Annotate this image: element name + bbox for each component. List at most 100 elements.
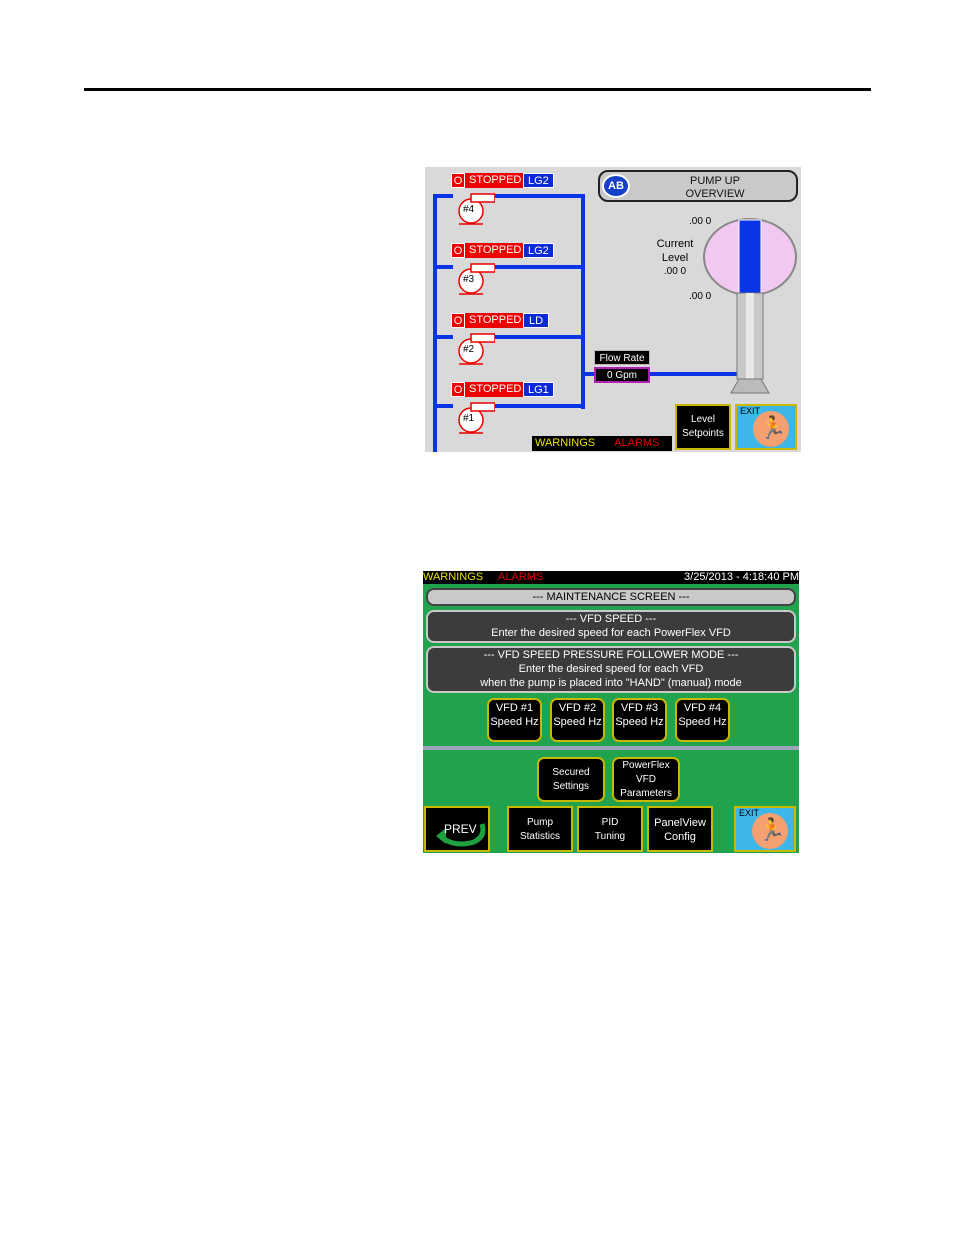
- pump-3-label: #3: [463, 274, 475, 285]
- pump-statistics-line-2: Statistics: [519, 831, 560, 842]
- flow-rate-value[interactable]: 0 Gpm: [594, 367, 650, 383]
- panelview-line-1: PanelView: [654, 817, 706, 829]
- pump-3-status: O STOPPED LG2: [451, 243, 554, 258]
- pump-1-status: O STOPPED LG1: [451, 382, 554, 397]
- title-line-1: PUMP UP: [690, 175, 740, 187]
- powerflex-line-2: VFD: [636, 774, 656, 785]
- pump-3-status-text: STOPPED: [465, 243, 523, 258]
- panelview-config-button[interactable]: PanelView Config: [647, 806, 713, 852]
- pipe-right-vertical: [581, 194, 585, 409]
- vfd-1-label: VFD #1: [495, 702, 534, 714]
- title-line-2: OVERVIEW: [685, 188, 745, 200]
- pid-tuning-button[interactable]: PID Tuning: [577, 806, 643, 852]
- pump-2-status-text: STOPPED: [465, 313, 523, 328]
- pid-tuning-line-2: Tuning: [594, 831, 626, 842]
- vfd-1-speed-button[interactable]: VFD #1 Speed Hz: [487, 698, 542, 742]
- vfd-3-speed-button[interactable]: VFD #3 Speed Hz: [612, 698, 667, 742]
- running-man-icon: 🏃: [758, 817, 786, 842]
- pump-up-overview-screen: O STOPPED LG2 #4 O STOPPED LG2 #3 O STOP…: [425, 167, 801, 452]
- secured-settings-line-1: Secured: [552, 767, 590, 778]
- pipe-main-vertical: [433, 194, 437, 452]
- pump-2-state-icon: O: [451, 313, 465, 328]
- exit-ball-icon: [753, 411, 789, 447]
- vfd-1-sublabel: Speed Hz: [490, 716, 539, 728]
- tank-top-value: .00 0: [689, 216, 712, 227]
- pump-4-status: O STOPPED LG2: [451, 173, 554, 188]
- section-divider: [423, 746, 799, 750]
- pump-2-status: O STOPPED LD: [451, 313, 549, 328]
- follower-description-2: when the pump is placed into "HAND" (man…: [480, 677, 742, 689]
- pipe-h: [493, 335, 585, 339]
- secured-settings-line-2: Settings: [552, 781, 590, 792]
- current-level-line-2: Level: [661, 252, 689, 264]
- header-rule: [84, 88, 871, 91]
- datetime: 3/25/2013 - 4:18:40 PM: [684, 571, 799, 583]
- pump-1-icon[interactable]: #1: [455, 401, 496, 435]
- vfd-2-speed-button[interactable]: VFD #2 Speed Hz: [550, 698, 605, 742]
- secured-settings-button[interactable]: Secured Settings: [537, 757, 605, 802]
- vfd-2-sublabel: Speed Hz: [553, 716, 602, 728]
- prev-label: PREV: [444, 822, 477, 836]
- pump-statistics-button[interactable]: Pump Statistics: [507, 806, 573, 852]
- pump-2-icon[interactable]: #2: [455, 332, 496, 366]
- warnings-link[interactable]: WARNINGS: [535, 437, 596, 449]
- overview-title-bar: AB PUMP UP OVERVIEW: [598, 170, 798, 202]
- pump-1-state-icon: O: [451, 382, 465, 397]
- page-title: --- MAINTENANCE SCREEN ---: [426, 588, 796, 606]
- prev-button[interactable]: PREV: [424, 806, 490, 852]
- pump-3-icon[interactable]: #3: [455, 262, 496, 296]
- pipe-h: [493, 194, 585, 198]
- current-level-value: .00 0: [663, 266, 687, 277]
- pump-3-state-icon: O: [451, 243, 465, 258]
- level-setpoints-button[interactable]: Level Setpoints: [675, 404, 731, 450]
- pid-tuning-line-1: PID: [601, 817, 619, 828]
- vfd-4-label: VFD #4: [683, 702, 722, 714]
- current-level: Current Level .00 0: [647, 237, 703, 279]
- pump-1-group: LG1: [523, 382, 554, 397]
- vfd-3-label: VFD #3: [620, 702, 659, 714]
- current-level-line-1: Current: [656, 238, 694, 250]
- vfd-speed-description: Enter the desired speed for each PowerFl…: [491, 627, 731, 639]
- exit-label: EXIT: [740, 406, 761, 416]
- back-arrow-icon: [436, 823, 486, 847]
- pump-4-group: LG2: [523, 173, 554, 188]
- vfd-speed-heading: --- VFD SPEED ---: [565, 613, 657, 625]
- pump-4-icon[interactable]: #4: [455, 192, 496, 226]
- pump-4-state-icon: O: [451, 173, 465, 188]
- vfd-4-sublabel: Speed Hz: [678, 716, 727, 728]
- water-tower-icon: [703, 218, 797, 394]
- follower-mode-panel: --- VFD SPEED PRESSURE FOLLOWER MODE ---…: [426, 646, 796, 693]
- pump-2-group: LD: [523, 313, 549, 328]
- level-setpoints-line-2: Setpoints: [682, 428, 724, 439]
- pump-2-label: #2: [463, 344, 475, 355]
- exit-label: EXIT: [739, 808, 760, 818]
- pipe-h: [433, 335, 453, 339]
- pipe-h: [649, 372, 745, 376]
- exit-button[interactable]: 🏃 EXIT: [734, 806, 796, 852]
- alarms-link[interactable]: ALARMS: [614, 437, 660, 449]
- pump-4-status-text: STOPPED: [465, 173, 523, 188]
- warnings-alarms-bar: WARNINGS ALARMS: [532, 436, 672, 451]
- panelview-line-2: Config: [664, 831, 696, 843]
- pipe-h: [493, 404, 585, 408]
- follower-heading: --- VFD SPEED PRESSURE FOLLOWER MODE ---: [483, 649, 739, 661]
- exit-ball-icon: [752, 813, 788, 849]
- pipe-h: [493, 265, 585, 269]
- flow-rate-label: Flow Rate: [594, 350, 650, 365]
- exit-button[interactable]: 🏃 EXIT: [735, 404, 797, 450]
- pump-1-label: #1: [463, 413, 475, 424]
- running-man-icon: 🏃: [759, 415, 787, 440]
- powerflex-parameters-button[interactable]: PowerFlex VFD Parameters: [612, 757, 680, 802]
- alarms-link[interactable]: ALARMS: [498, 571, 544, 583]
- pipe-h: [581, 372, 595, 376]
- pump-statistics-line-1: Pump: [526, 817, 554, 828]
- pipe-h: [433, 404, 453, 408]
- warnings-link[interactable]: WARNINGS: [423, 571, 484, 583]
- tank-bottom-value: .00 0: [689, 291, 712, 302]
- follower-description-1: Enter the desired speed for each VFD: [518, 663, 704, 675]
- page-title: PUMP UP OVERVIEW: [640, 175, 790, 201]
- pump-1-status-text: STOPPED: [465, 382, 523, 397]
- vfd-speed-panel: --- VFD SPEED --- Enter the desired spee…: [426, 610, 796, 643]
- vfd-4-speed-button[interactable]: VFD #4 Speed Hz: [675, 698, 730, 742]
- vfd-2-label: VFD #2: [558, 702, 597, 714]
